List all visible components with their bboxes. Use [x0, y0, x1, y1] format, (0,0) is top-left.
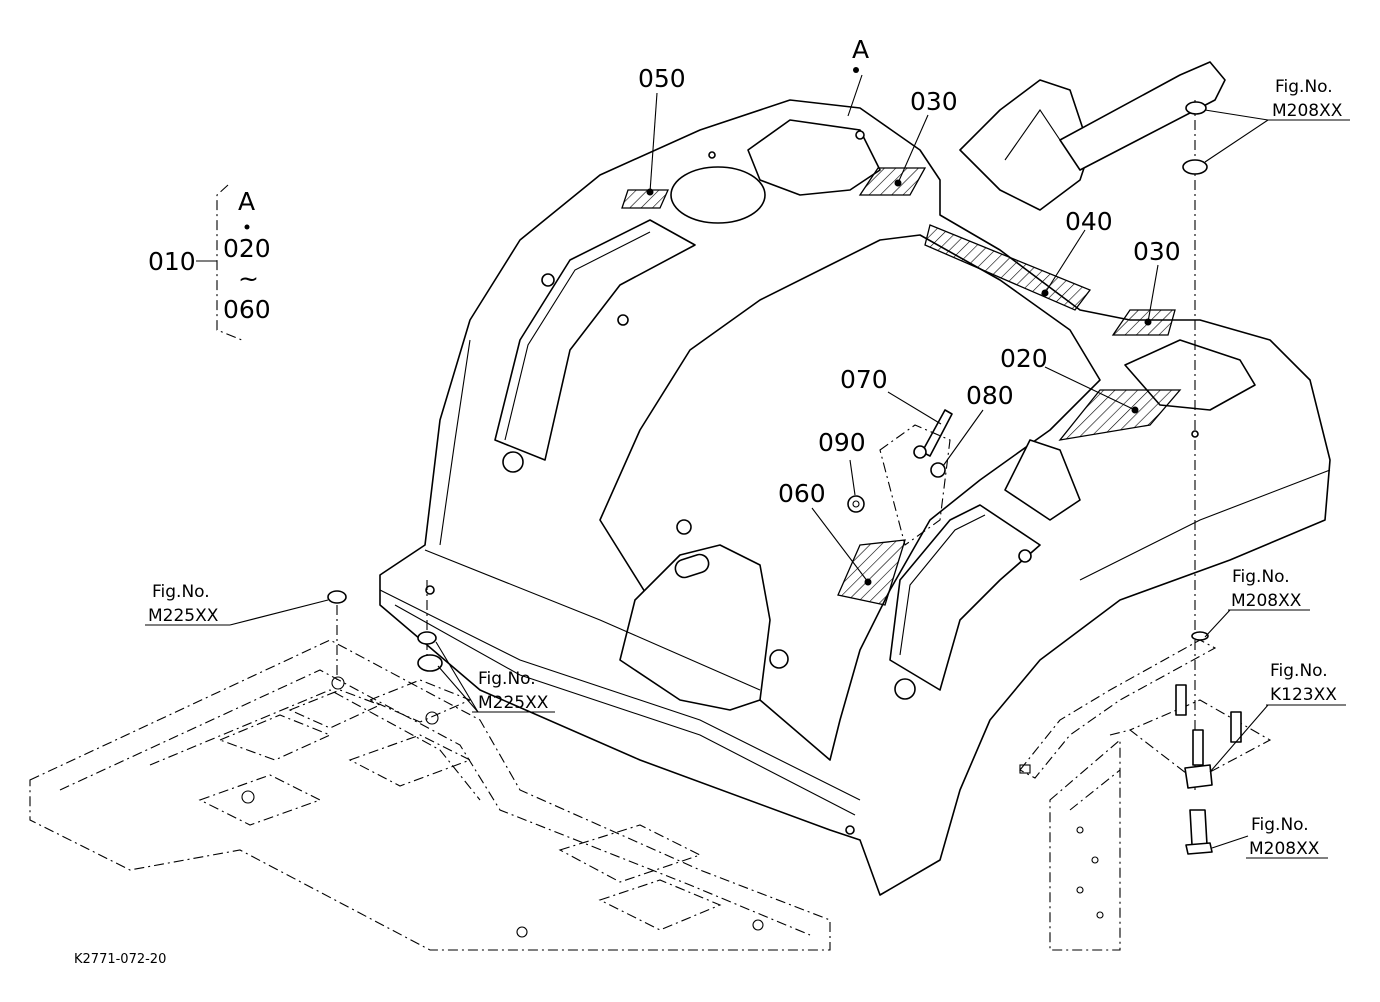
pin-070: [921, 409, 953, 457]
callout-labels: 010 A 020 ~ 060 A 050 030 040 030 020 07…: [148, 35, 1181, 508]
fig-ref-bottom-right: Fig.No. M208XX: [1246, 815, 1328, 859]
callout-060-list: 060: [223, 295, 271, 324]
decal-030-top: [858, 167, 927, 196]
fig-ref-center-left: Fig.No. M225XX: [472, 669, 555, 713]
lever-assembly: [959, 61, 1226, 211]
right-frame: [1019, 639, 1272, 951]
callout-020: 020: [1000, 344, 1048, 373]
decal-030-right: [1111, 309, 1176, 336]
fasteners: [327, 100, 1242, 855]
callout-080: 080: [966, 381, 1014, 410]
callout-050: 050: [638, 64, 686, 93]
list-dot: [244, 224, 250, 230]
callout-060: 060: [778, 479, 826, 508]
fig-ref-code: M225XX: [478, 693, 549, 713]
callout-030-top: 030: [910, 87, 958, 116]
callout-040: 040: [1065, 207, 1113, 236]
fig-ref-right-mid: Fig.No. M208XX: [1228, 567, 1310, 611]
washer-070: [913, 445, 927, 459]
decal-060: [837, 539, 906, 606]
fig-ref-label: Fig.No.: [152, 582, 210, 602]
fig-ref-left: Fig.No. M225XX: [145, 582, 230, 626]
callout-070: 070: [840, 365, 888, 394]
callout-090: 090: [818, 428, 866, 457]
leader-lines: [229, 67, 1269, 849]
fig-ref-label: Fig.No.: [478, 669, 536, 689]
fig-ref-code: K123XX: [1270, 685, 1337, 705]
fig-ref-label: Fig.No.: [1275, 77, 1333, 97]
fig-ref-label: Fig.No.: [1251, 815, 1309, 835]
fig-ref-top-right: Fig.No. M208XX: [1268, 77, 1350, 121]
fig-ref-code: M208XX: [1272, 101, 1343, 121]
decal-050: [621, 189, 670, 209]
fig-ref-right-lower: Fig.No. K123XX: [1266, 661, 1346, 706]
fig-ref-code: M208XX: [1249, 839, 1320, 859]
nut-090: [847, 495, 865, 513]
fig-ref-code: M225XX: [148, 606, 219, 626]
fig-ref-label: Fig.No.: [1232, 567, 1290, 587]
fig-ref-code: M208XX: [1231, 591, 1302, 611]
callout-030-right: 030: [1133, 237, 1181, 266]
bolt-080: [930, 462, 946, 478]
decals: [621, 167, 1182, 606]
callout-020-list: 020: [223, 234, 271, 263]
decal-020: [1058, 389, 1182, 441]
floor-panel: [29, 639, 831, 951]
assembly-bracket: [216, 184, 243, 341]
callout-a-main: A: [852, 35, 869, 64]
range-tilde: ~: [238, 264, 259, 293]
callout-010: 010: [148, 247, 196, 276]
drawing-number: K2771-072-20: [74, 952, 166, 967]
decal-040: [924, 224, 1092, 311]
callout-a-list: A: [238, 187, 255, 216]
fig-references: Fig.No. M208XX Fig.No. M225XX Fig.No. M2…: [145, 77, 1350, 859]
fig-ref-label: Fig.No.: [1270, 661, 1328, 681]
